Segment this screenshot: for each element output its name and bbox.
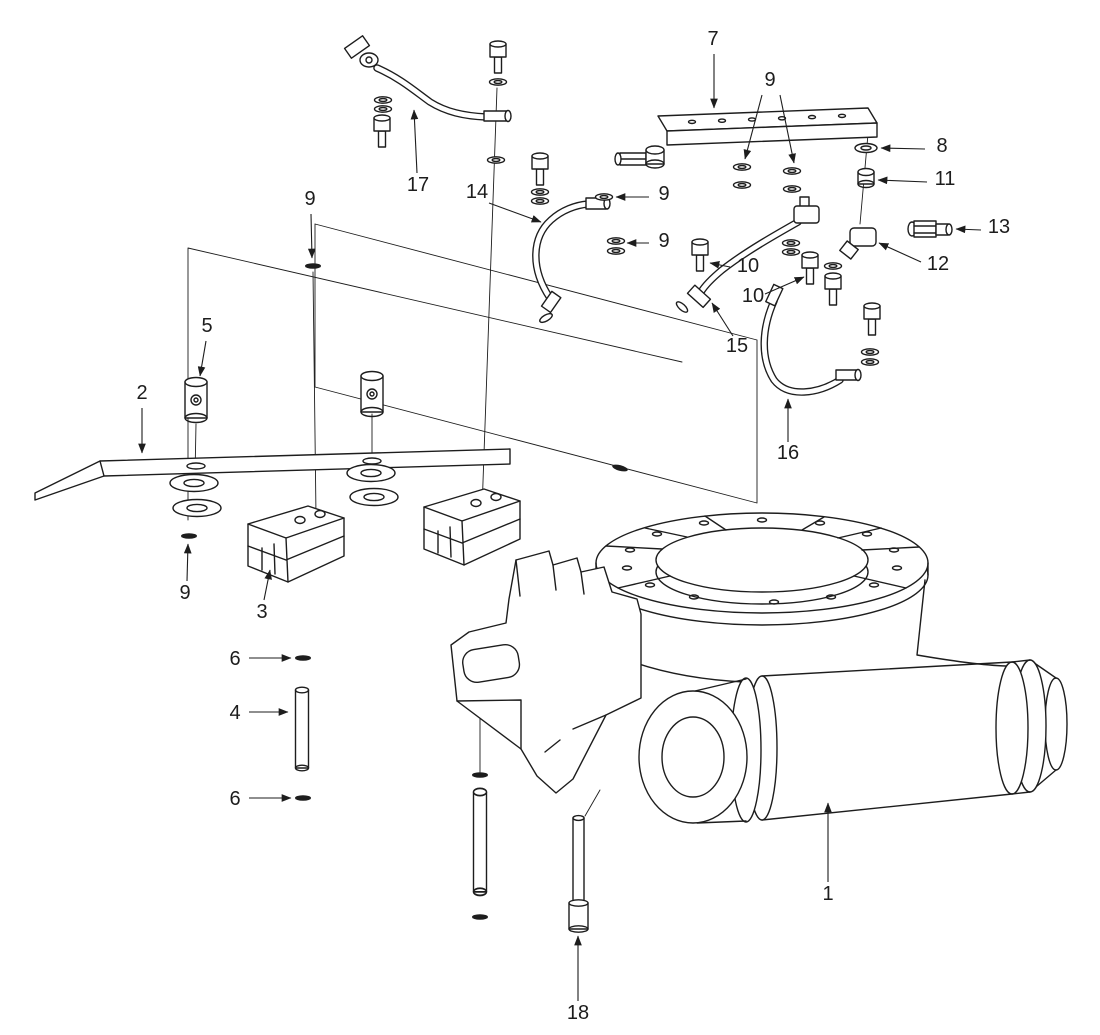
callout-label-4: 4 xyxy=(229,702,240,724)
manifold-left-fitting xyxy=(614,145,665,169)
part-7-manifold xyxy=(614,107,878,169)
callout-leader-5 xyxy=(197,340,207,377)
callout-leader-11 xyxy=(877,176,928,185)
part-3-clamp-right xyxy=(423,488,521,566)
callout-leader-9 xyxy=(743,94,763,160)
top-hydraulic-assembly xyxy=(343,35,953,396)
part-4-pin xyxy=(294,686,310,772)
callout-leader-17 xyxy=(410,109,419,174)
part-14-hose xyxy=(532,197,611,324)
callout-label-15: 15 xyxy=(726,335,748,357)
callout-leader-14 xyxy=(488,202,542,223)
callout-label-9: 9 xyxy=(658,183,669,205)
callout-label-1: 1 xyxy=(822,883,833,905)
callout-leader-9 xyxy=(779,94,796,164)
center-bracket-casting xyxy=(450,550,642,794)
ring-bolt-holes xyxy=(621,517,903,605)
part-17-hose xyxy=(343,35,512,123)
cylinder-body xyxy=(638,659,1068,824)
part-3-clamp-left xyxy=(247,505,345,583)
callout-leader-3 xyxy=(263,569,272,601)
callout-layer: 7 9 8 11 13 12 17 14 9 9 10 10 15 16 2 5 9 9 3 6 4 6 1 18 xyxy=(136,28,1010,1024)
callout-label-8: 8 xyxy=(936,135,947,157)
callout-label-3: 3 xyxy=(256,601,267,623)
callout-label-10: 10 xyxy=(742,285,764,307)
callout-leader-9 xyxy=(307,213,316,259)
part-15-hose xyxy=(675,196,820,313)
callout-leader-13 xyxy=(955,225,982,234)
callout-label-9: 9 xyxy=(658,230,669,252)
callout-label-16: 16 xyxy=(777,442,799,464)
part-18-long-bolt xyxy=(568,814,589,933)
lower-pin xyxy=(472,787,488,897)
callout-label-7: 7 xyxy=(707,28,718,50)
callout-label-9: 9 xyxy=(304,188,315,210)
callout-label-12: 12 xyxy=(927,253,949,275)
callout-label-10: 10 xyxy=(737,255,759,277)
part-10-bolts xyxy=(373,40,881,336)
callout-label-6: 6 xyxy=(229,788,240,810)
part-12-elbow-fitting xyxy=(839,227,877,260)
part-1-actuator-assembly xyxy=(595,512,1068,824)
part-11-fitting xyxy=(857,167,875,189)
callout-leader-10 xyxy=(764,276,805,295)
callout-leader-8 xyxy=(880,144,926,153)
part-13-fitting xyxy=(907,220,953,238)
callout-label-2: 2 xyxy=(136,382,147,404)
callout-leader-10 xyxy=(709,261,731,269)
callout-leader-12 xyxy=(878,242,922,263)
callout-label-17: 17 xyxy=(407,174,429,196)
callout-label-6: 6 xyxy=(229,648,240,670)
callout-label-11: 11 xyxy=(935,168,956,190)
part-16-hose xyxy=(760,283,862,396)
callout-label-14: 14 xyxy=(466,181,488,203)
callout-label-18: 18 xyxy=(567,1002,589,1024)
callout-label-13: 13 xyxy=(988,216,1010,238)
callout-label-9: 9 xyxy=(179,582,190,604)
callout-leader-15 xyxy=(711,302,734,337)
callout-label-5: 5 xyxy=(201,315,212,337)
callout-leader-9 xyxy=(183,543,192,582)
callout-label-9: 9 xyxy=(764,69,775,91)
part-2-mounting-bar xyxy=(34,448,511,501)
part-8-washer xyxy=(854,142,878,154)
